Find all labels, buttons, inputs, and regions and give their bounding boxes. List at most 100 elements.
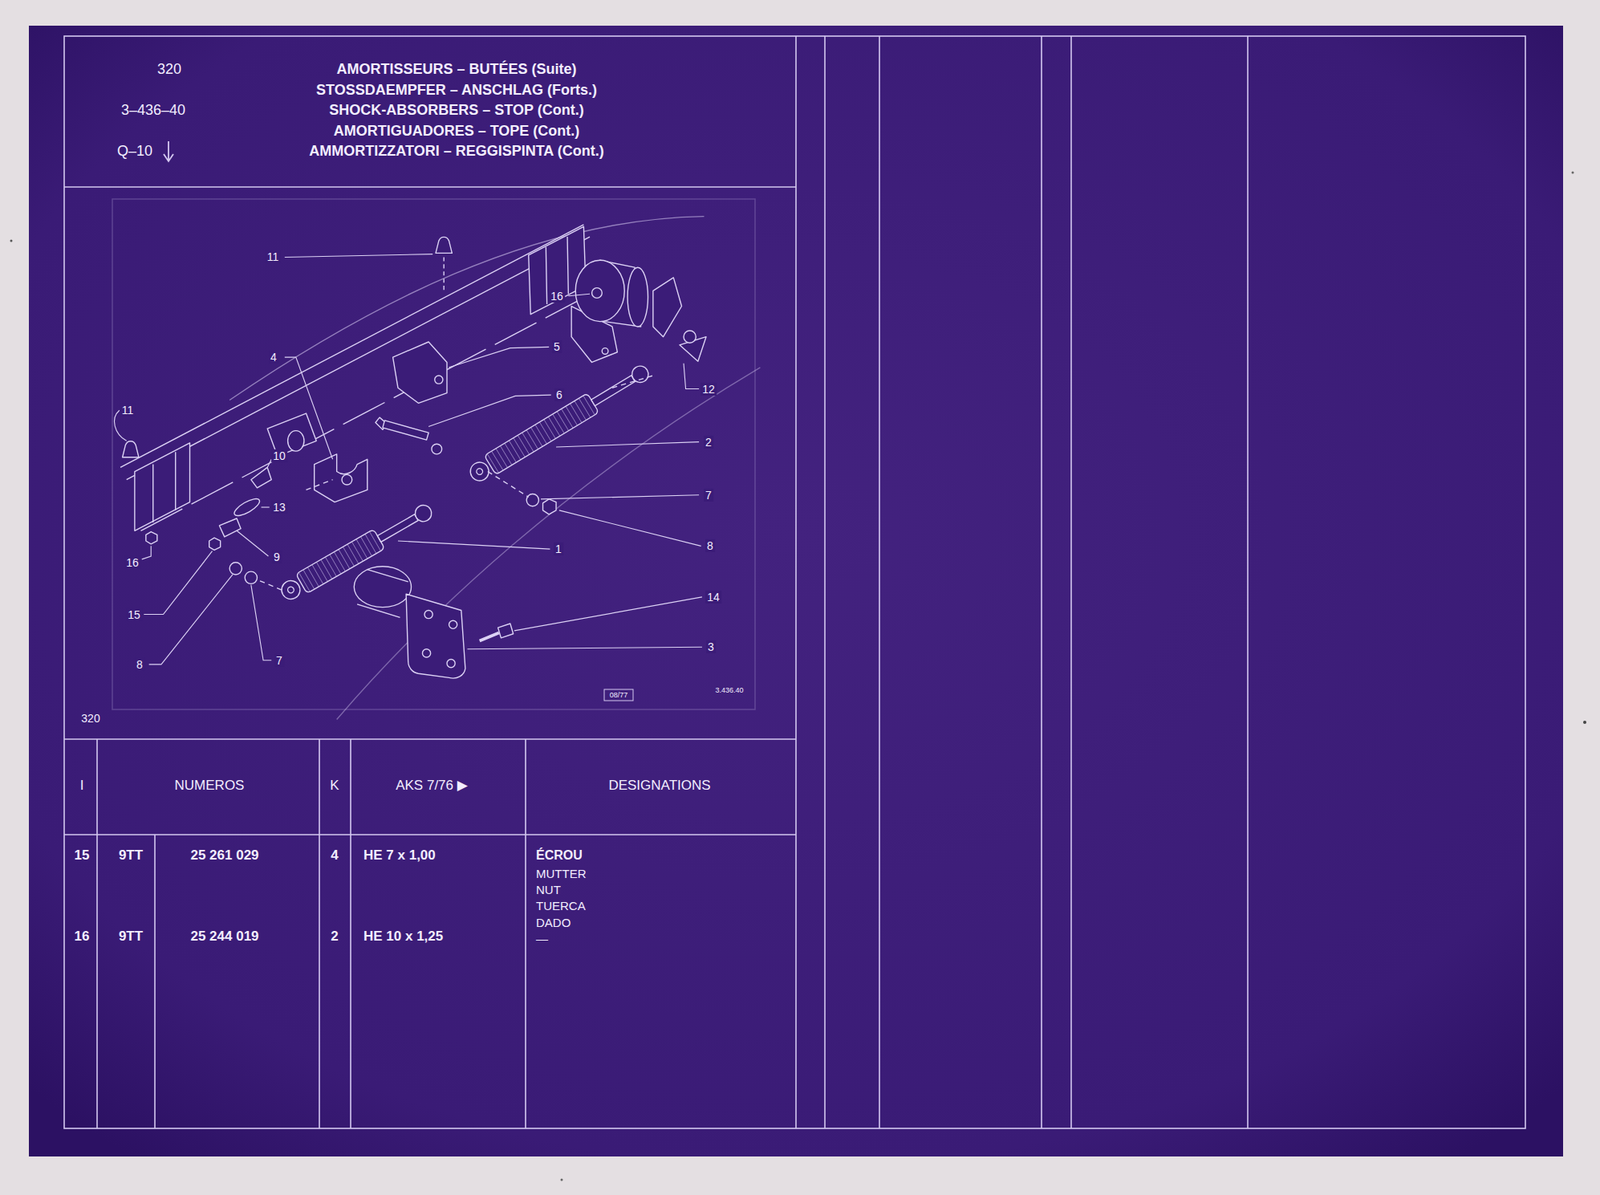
callout-number: 8	[134, 657, 145, 671]
assembly-line	[256, 375, 653, 590]
designation: DADO	[536, 915, 571, 930]
washer	[526, 493, 539, 506]
direction-arrow	[163, 141, 174, 162]
assembly-line	[442, 256, 444, 291]
mount-plate	[406, 593, 466, 679]
callout-number: 1	[553, 542, 564, 556]
callout-number: 7	[703, 488, 714, 502]
leader-line	[236, 530, 269, 557]
paper-speck	[560, 1178, 564, 1182]
leader-line	[251, 584, 272, 661]
column-heading: K	[329, 777, 339, 794]
callout-number: 16	[548, 289, 565, 303]
paper-speck	[10, 239, 13, 243]
leader-line	[467, 646, 702, 650]
callout-number: 5	[552, 340, 562, 354]
leader-line	[683, 363, 699, 390]
stop-piece	[219, 518, 241, 537]
bump-stop	[435, 236, 452, 253]
callout-number: 15	[125, 608, 143, 622]
page-title: AMORTISSEURS – BUTÉES (Suite)	[336, 60, 577, 78]
stop-bracket	[341, 474, 353, 485]
housing	[353, 566, 411, 608]
table-rules	[64, 36, 1526, 1129]
leader-line	[559, 510, 702, 547]
bolt	[479, 632, 500, 641]
column-heading: I	[80, 777, 85, 794]
drawing-date: 08/77	[609, 690, 629, 699]
heading-line: AMORTIGUADORES – TOPE (Cont.)	[333, 122, 581, 140]
model-code: Q–10	[117, 142, 153, 160]
table-header: INUMEROSKAKS 7/76 ▶DESIGNATIONS	[64, 739, 796, 835]
paper-speck	[1571, 171, 1575, 175]
photo-frame	[112, 198, 756, 710]
leader-line	[540, 495, 699, 500]
callout-number: 16	[124, 556, 141, 569]
bolt-hole	[424, 609, 433, 618]
leader-lines	[114, 254, 703, 665]
callout-number: 11	[120, 403, 136, 417]
catalogue-header: 3203–436–40Q–10STOSSDAEMPFER – ANSCHLAG …	[64, 36, 796, 187]
leader-line	[261, 506, 270, 508]
callout-number: 2	[703, 435, 714, 449]
nut	[229, 562, 242, 575]
shock-eye	[412, 502, 435, 525]
designation: ÉCROU	[536, 848, 583, 863]
stop-cone	[683, 330, 696, 343]
stop-plate	[653, 277, 683, 338]
housing	[575, 259, 625, 321]
callout-number: 8	[705, 539, 715, 553]
housing	[357, 569, 409, 618]
callout-number: 12	[700, 382, 717, 396]
row-rule	[64, 186, 796, 835]
shock-eye	[475, 467, 484, 476]
part-number: 25 244 019	[190, 928, 259, 945]
callout-number: 4	[268, 350, 279, 364]
washer	[431, 443, 443, 455]
leader-line	[149, 574, 233, 665]
shock-body	[483, 393, 599, 476]
cross-member	[140, 290, 597, 531]
bump-stop	[122, 441, 139, 458]
mount-hole	[601, 348, 609, 355]
figure-code: 3–436–40	[121, 101, 186, 119]
callout-number: 3	[706, 640, 716, 654]
callout-number: 7	[274, 653, 285, 667]
leader-line	[556, 442, 699, 447]
heading-line: AMMORTIZZATORI – REGGISPINTA (Cont.)	[308, 142, 604, 160]
quantity: 2	[330, 928, 338, 945]
nut	[146, 531, 158, 545]
stop-bracket	[314, 454, 368, 503]
shock-rod	[377, 514, 419, 542]
designation: TUERCA	[536, 898, 586, 913]
leader-line	[142, 545, 151, 560]
specification: HE 10 x 1,25	[363, 928, 443, 945]
heading-line: SHOCK-ABSORBERS – STOP (Cont.)	[328, 101, 584, 119]
callout-number: 6	[554, 388, 565, 402]
page-number: 320	[157, 60, 182, 78]
shock-absorber	[466, 360, 654, 486]
washer	[244, 571, 257, 584]
shock-rod	[591, 375, 636, 407]
bolt-hole	[422, 649, 431, 658]
item-number: 16	[74, 928, 90, 945]
bolt-hole	[449, 620, 458, 629]
leader-line	[428, 394, 552, 427]
mount-hole	[434, 375, 443, 384]
body-contour	[337, 367, 761, 720]
housing	[627, 267, 648, 327]
prefix-code: 9TT	[118, 928, 143, 945]
column-heading: NUMEROS	[174, 777, 245, 794]
purple-sheet	[28, 25, 1564, 1157]
leader-line	[449, 346, 550, 367]
column-rule	[795, 36, 1248, 1129]
column-rule	[97, 739, 526, 1129]
stop-plate	[231, 495, 262, 520]
drawing-number: 3.436.40	[714, 686, 744, 695]
designation: —	[536, 931, 549, 946]
illustration-panel: 320	[64, 186, 796, 740]
quantity: 4	[330, 847, 338, 864]
